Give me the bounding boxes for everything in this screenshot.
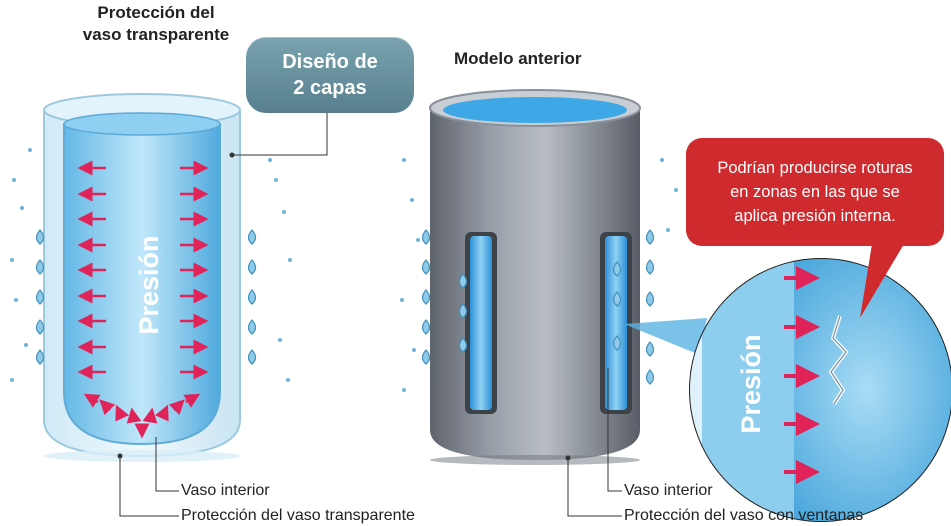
water-droplet	[247, 349, 257, 365]
water-droplet	[247, 259, 257, 275]
callout-line1: Diseño de	[282, 51, 378, 73]
warning-line3: aplica presión interna.	[734, 207, 896, 225]
water-speck	[660, 158, 664, 162]
pressure-arrows-left-cup	[77, 160, 209, 439]
water-droplets	[10, 148, 678, 392]
warning-bubble-tail	[860, 244, 904, 318]
water-speck	[666, 228, 670, 232]
water-speck	[402, 158, 406, 162]
callout-line2: 2 capas	[293, 77, 367, 99]
water-droplet	[35, 319, 45, 335]
water-droplet	[421, 229, 431, 245]
water-droplet	[421, 289, 431, 305]
water-droplet	[612, 261, 622, 277]
pressure-arrow	[126, 407, 142, 424]
water-droplet	[645, 229, 655, 245]
windowed-cup-illustration	[429, 89, 641, 465]
two-layer-callout: Diseño de 2 capas	[246, 37, 414, 113]
water-speck	[24, 343, 28, 347]
left-title: Protección del vaso transparente	[56, 2, 256, 46]
right-outer-guard-label: Protección del vaso con ventanas	[624, 507, 864, 524]
pressure-label-left: Presión	[134, 235, 164, 334]
pressure-arrow	[115, 404, 130, 422]
water-speck	[28, 148, 32, 152]
water-droplet	[421, 319, 431, 335]
pressure-arrow	[142, 407, 158, 424]
water-speck	[402, 388, 406, 392]
water-speck	[278, 338, 282, 342]
right-title: Modelo anterior	[454, 49, 582, 68]
water-droplet	[645, 369, 655, 385]
pressure-label-magnified: Presión	[736, 334, 766, 433]
water-speck	[416, 238, 420, 242]
water-droplet	[458, 303, 468, 319]
water-speck	[288, 258, 292, 262]
water-speck	[286, 378, 290, 382]
water-speck	[400, 298, 404, 302]
water-speck	[674, 188, 678, 192]
water-speck	[274, 178, 278, 182]
left-title-line2: vaso transparente	[82, 25, 230, 44]
water-speck	[12, 178, 16, 182]
pressure-arrow	[183, 393, 201, 408]
water-speck	[14, 298, 18, 302]
warning-bubble: Podrían producirse roturas en zonas en l…	[686, 138, 944, 246]
transparent-cup-illustration	[43, 93, 241, 462]
water-speck	[268, 158, 272, 162]
water-droplet	[247, 319, 257, 335]
water-droplet	[645, 291, 655, 307]
water-speck	[282, 210, 286, 214]
water-droplet	[35, 349, 45, 365]
water-speck	[10, 378, 14, 382]
water-speck	[412, 348, 416, 352]
water-droplet	[247, 229, 257, 245]
water-droplet	[247, 289, 257, 305]
water-droplet	[458, 273, 468, 289]
magnifier-wedge	[624, 318, 707, 355]
pressure-arrow	[154, 404, 169, 422]
water-droplet	[645, 259, 655, 275]
water-speck	[20, 206, 24, 210]
water-droplet	[35, 289, 45, 305]
pressure-arrow	[83, 393, 101, 408]
water-droplet	[458, 337, 468, 353]
warning-line2: en zonas en las que se	[730, 183, 900, 201]
pressure-arrow	[99, 399, 116, 416]
magnified-crack-view	[689, 258, 951, 522]
right-inner-cup-label: Vaso interior	[624, 482, 713, 499]
water-droplet	[612, 335, 622, 351]
water-droplet	[421, 349, 431, 365]
leader-lines	[119, 113, 622, 517]
water-droplet	[35, 259, 45, 275]
warning-line1: Podrían producirse roturas	[717, 159, 913, 177]
water-droplet	[421, 259, 431, 275]
water-droplet	[35, 229, 45, 245]
water-speck	[410, 198, 414, 202]
water-speck	[10, 258, 14, 262]
water-droplet	[612, 291, 622, 307]
left-inner-cup-label: Vaso interior	[181, 482, 270, 499]
pressure-arrow	[168, 399, 185, 416]
left-title-line1: Protección del	[97, 3, 215, 22]
water-droplet	[645, 341, 655, 357]
left-outer-guard-label: Protección del vaso transparente	[181, 507, 415, 524]
pressure-arrows-magnified	[784, 266, 820, 484]
